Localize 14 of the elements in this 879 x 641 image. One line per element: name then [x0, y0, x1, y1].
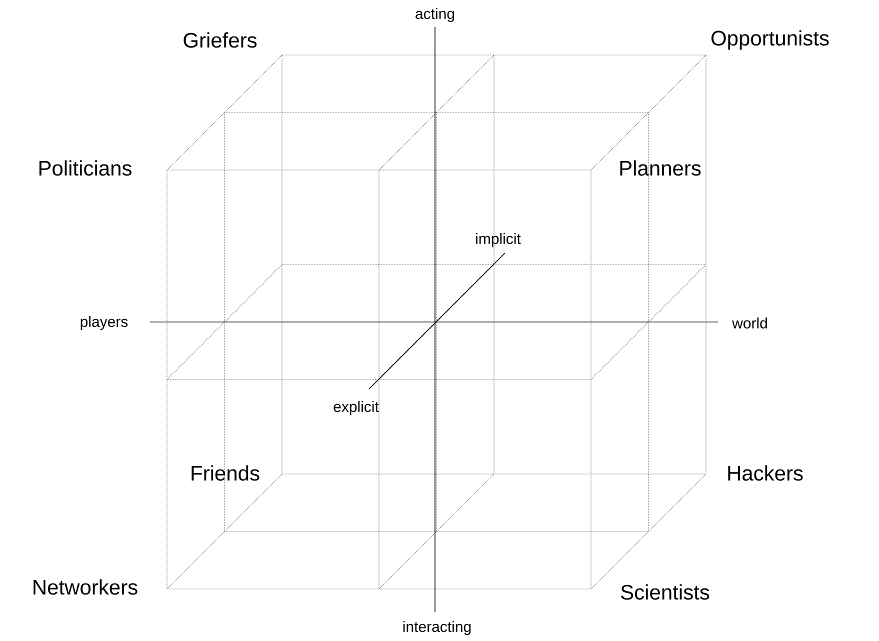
player-type-label: Opportunists — [711, 30, 829, 50]
player-type-label: Griefers — [184, 32, 257, 48]
axis-label: players — [80, 316, 128, 330]
axis-label: world — [732, 318, 767, 328]
player-type-label: Planners — [620, 160, 701, 176]
player-type-label: Networkers — [34, 579, 138, 595]
axis-label: interacting — [403, 621, 471, 635]
axis-label: implicit — [476, 233, 521, 247]
player-type-label: Hackers — [728, 465, 803, 481]
player-type-label: Scientists — [621, 584, 710, 600]
player-type-label: Friends — [192, 465, 260, 481]
axis-label: acting — [416, 8, 454, 22]
player-type-label: Politicians — [39, 160, 132, 176]
axis-label: explicit — [334, 401, 379, 415]
